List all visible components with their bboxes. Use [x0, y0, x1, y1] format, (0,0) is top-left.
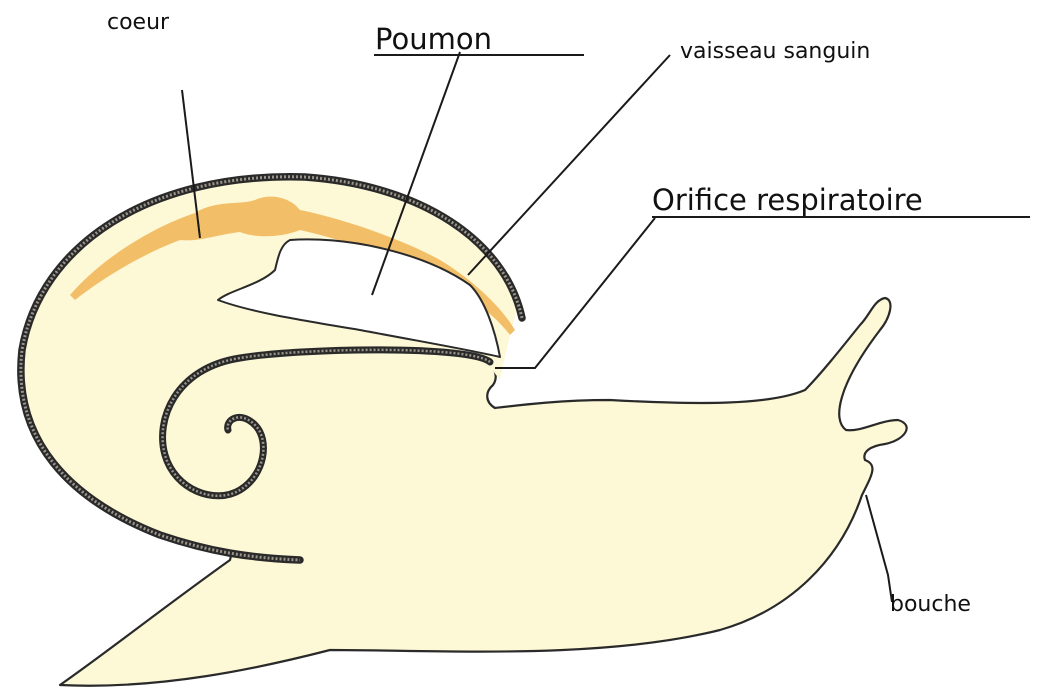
label-bouche: bouche — [890, 594, 971, 616]
leader-line-bouche — [866, 495, 892, 602]
label-vaisseau-sanguin: vaisseau sanguin — [680, 41, 870, 63]
label-poumon: Poumon — [375, 25, 492, 54]
label-coeur: coeur — [107, 12, 169, 34]
leader-line-vaisseau — [468, 55, 670, 275]
label-orifice-respiratoire: Orifice respiratoire — [652, 186, 923, 215]
leader-line-orifice — [495, 218, 655, 368]
